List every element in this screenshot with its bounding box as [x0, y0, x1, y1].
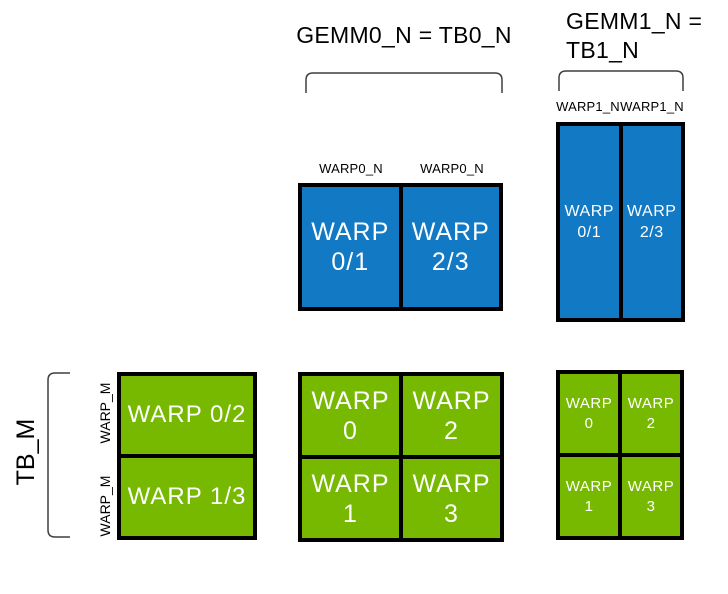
- warp-cell-line1: WARP: [411, 218, 490, 246]
- warp-m-label-top: WARP_M: [97, 382, 113, 444]
- warp-cell-line2: 3: [444, 499, 459, 528]
- warp-cell-line1: WARP: [311, 386, 390, 415]
- warp-cell-line1: WARP: [311, 218, 390, 246]
- gemm0-warp-cell-01: WARP 0/1: [302, 187, 399, 307]
- warp-cell-line1: WARP: [564, 203, 614, 220]
- center-warp-cell-2: WARP 2: [403, 376, 500, 455]
- gemm1-warp-cell-23: WARP 2/3: [622, 126, 681, 318]
- warp-cell-line1: WARP: [627, 394, 675, 412]
- warp0-n-label-right: WARP0_N: [420, 161, 484, 176]
- warp-cell-line2: 1: [584, 497, 594, 515]
- gemm0-warp-cell-23: WARP 2/3: [402, 187, 499, 307]
- left-green-block: WARP 0/2 WARP 1/3: [117, 372, 257, 540]
- center-warp-cell-3: WARP 3: [403, 459, 500, 538]
- right-warp-cell-2: WARP 2: [622, 374, 680, 453]
- left-warp-cell-02: WARP 0/2: [121, 376, 253, 454]
- warp0-n-label-left: WARP0_N: [319, 161, 383, 176]
- warp1-n-label-right: WARP1_N: [620, 99, 684, 114]
- warp-m-label-bottom: WARP_M: [97, 475, 113, 537]
- warp-cell-line2: 2/3: [431, 248, 470, 276]
- gemm1-n-title-line1: GEMM1_N =: [566, 8, 703, 34]
- tb-m-label: TB_M: [12, 418, 40, 486]
- right-green-block: WARP 0 WARP 2 WARP 1 WARP 3: [556, 370, 684, 540]
- warp-cell-line2: 2: [646, 414, 656, 432]
- gemm1-n-title-line2: TB1_N: [566, 37, 640, 63]
- warp-cell-label: WARP 1/3: [127, 483, 247, 510]
- warp-cell-line2: 2: [444, 416, 459, 445]
- warp-cell-line2: 3: [646, 497, 656, 515]
- center-warp-cell-1: WARP 1: [302, 459, 399, 538]
- right-warp-cell-1: WARP 1: [560, 457, 618, 536]
- left-warp-cell-13: WARP 1/3: [121, 458, 253, 536]
- gemm0-n-title: GEMM0_N = TB0_N: [296, 22, 512, 48]
- gemm0-blue-block: WARP 0/1 WARP 2/3: [298, 183, 503, 311]
- warp-cell-line2: 2/3: [639, 224, 664, 241]
- warp-cell-line1: WARP: [311, 469, 390, 498]
- warp-cell-line2: 0: [343, 416, 358, 445]
- warp-cell-line1: WARP: [627, 203, 677, 220]
- warp-cell-line2: 0: [584, 414, 594, 432]
- gemm1-n-bracket-icon: [558, 70, 684, 91]
- right-warp-cell-3: WARP 3: [622, 457, 680, 536]
- gemm1-n-title: GEMM1_N = TB1_N: [566, 7, 702, 65]
- tb-m-bracket-icon: [47, 372, 70, 538]
- warp-cell-line1: WARP: [565, 477, 613, 495]
- warp1-n-label-left: WARP1_N: [556, 99, 620, 114]
- center-warp-cell-0: WARP 0: [302, 376, 399, 455]
- warp-cell-label: WARP 0/2: [127, 401, 247, 428]
- warp-cell-line2: 0/1: [577, 224, 602, 241]
- warp-cell-line1: WARP: [412, 469, 491, 498]
- warp-cell-line2: 0/1: [331, 248, 370, 276]
- warp-cell-line2: 1: [343, 499, 358, 528]
- right-warp-cell-0: WARP 0: [560, 374, 618, 453]
- warp-cell-line1: WARP: [627, 477, 675, 495]
- center-green-block: WARP 0 WARP 2 WARP 1 WARP 3: [298, 372, 504, 542]
- gemm0-n-bracket-icon: [305, 72, 503, 93]
- gemm1-warp-cell-01: WARP 0/1: [560, 126, 619, 318]
- warp-cell-line1: WARP: [565, 394, 613, 412]
- gemm1-blue-block: WARP 0/1 WARP 2/3: [556, 122, 685, 322]
- warp-cell-line1: WARP: [412, 386, 491, 415]
